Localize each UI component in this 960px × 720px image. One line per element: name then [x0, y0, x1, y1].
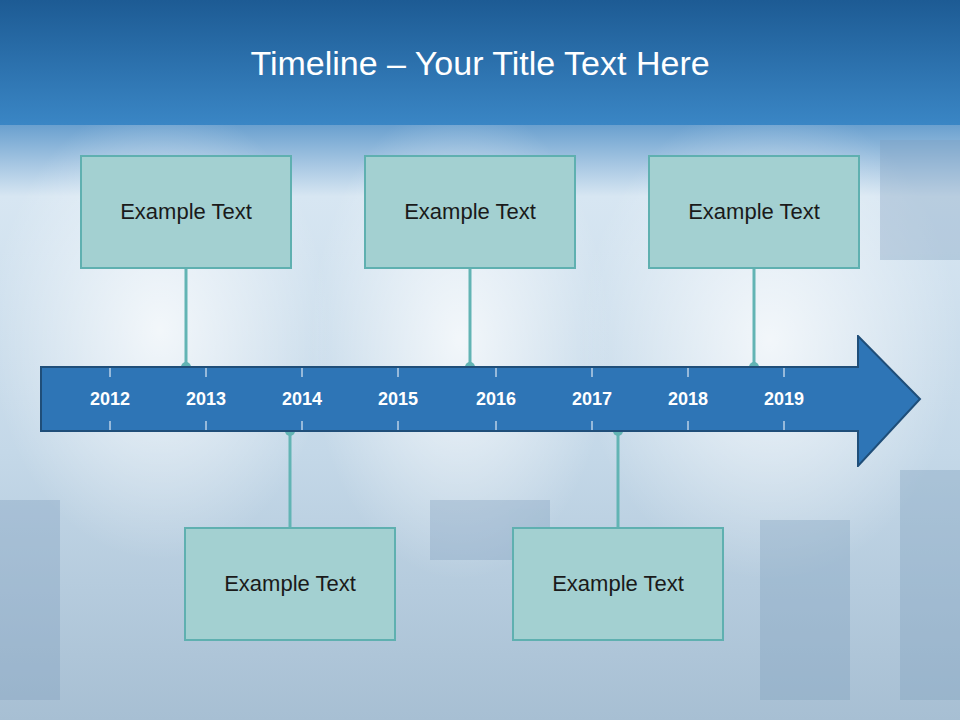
leader-line [749, 269, 759, 372]
leader-path [469, 269, 472, 367]
tick [784, 421, 785, 430]
year-label: 2013 [186, 389, 226, 410]
year-label: 2017 [572, 389, 612, 410]
event-box: Example Text [364, 155, 576, 269]
tick [496, 421, 497, 430]
leader-path [753, 269, 756, 367]
event-text: Example Text [552, 571, 684, 597]
leader-line [465, 269, 475, 372]
year-label: 2012 [90, 389, 130, 410]
event-box: Example Text [80, 155, 292, 269]
event-text: Example Text [120, 199, 252, 225]
event-text: Example Text [224, 571, 356, 597]
year-label: 2014 [282, 389, 322, 410]
glow [310, 100, 610, 580]
tick [398, 421, 399, 430]
leader-path [185, 269, 188, 367]
slide-title: Timeline – Your Title Text Here [0, 44, 960, 83]
tick [688, 421, 689, 430]
decor-blocks [0, 140, 960, 700]
event-text: Example Text [688, 199, 820, 225]
leader-path [617, 431, 620, 527]
body-ground [0, 125, 960, 720]
event-text: Example Text [404, 199, 536, 225]
year-label: 2015 [378, 389, 418, 410]
event-box: Example Text [184, 527, 396, 641]
tick [302, 368, 303, 377]
leader-line [613, 426, 623, 527]
tick [110, 368, 111, 377]
year-label: 2019 [764, 389, 804, 410]
year-ticks [110, 368, 784, 430]
title-band [0, 0, 960, 125]
event-box: Example Text [648, 155, 860, 269]
leader-line [181, 269, 191, 372]
event-box: Example Text [512, 527, 724, 641]
tick [206, 368, 207, 377]
tick [784, 368, 785, 377]
tick [206, 421, 207, 430]
tick [302, 421, 303, 430]
tick [110, 421, 111, 430]
leader-path [289, 431, 292, 527]
leader-line [285, 426, 295, 527]
tick [688, 368, 689, 377]
glow [0, 100, 330, 560]
tick [592, 421, 593, 430]
tick [496, 368, 497, 377]
tick [592, 368, 593, 377]
arrow-body [41, 336, 920, 466]
timeline-arrow: 2012 2013 2014 2015 2016 2017 2018 2019 [40, 335, 922, 467]
year-label: 2016 [476, 389, 516, 410]
tick [398, 368, 399, 377]
year-label: 2018 [668, 389, 708, 410]
